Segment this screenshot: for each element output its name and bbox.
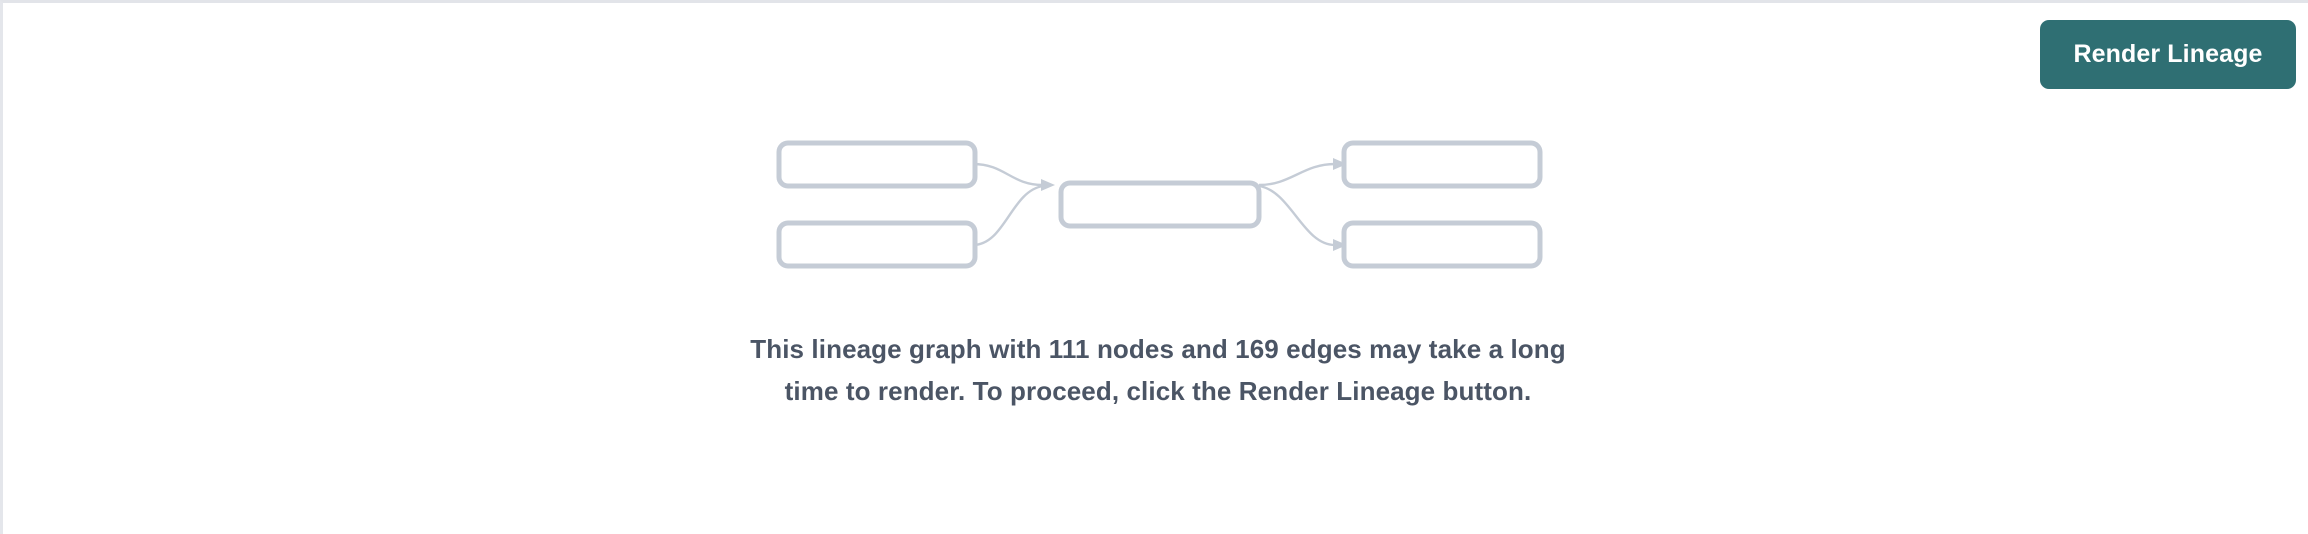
edge-left-top-to-center: [972, 162, 1055, 191]
render-lineage-button[interactable]: Render Lineage: [2040, 20, 2296, 89]
placeholder-node-right-top: [1341, 140, 1543, 189]
placeholder-node-left-top: [776, 140, 978, 189]
edge-center-to-right-top: [1258, 158, 1347, 187]
edge-center-to-right-bottom: [1258, 184, 1347, 251]
placeholder-node-center: [1058, 180, 1262, 229]
placeholder-lineage-graph: [743, 123, 1573, 293]
placeholder-node-right-bottom: [1341, 220, 1543, 269]
lineage-warning-message: This lineage graph with 111 nodes and 16…: [750, 334, 1566, 406]
placeholder-node-left-bottom: [776, 220, 978, 269]
edge-left-bottom-to-center: [972, 184, 1044, 247]
